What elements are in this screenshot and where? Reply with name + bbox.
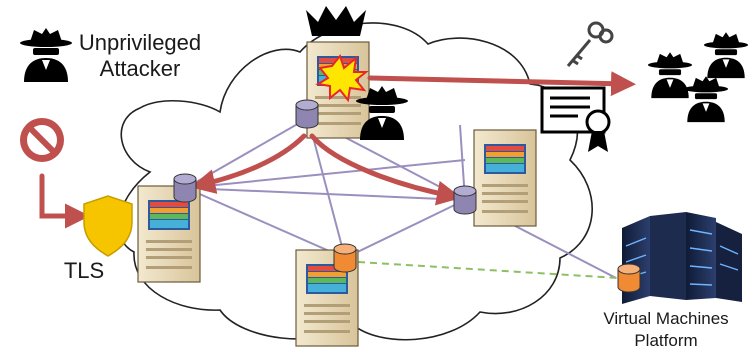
platform-label-line1: Virtual Machines [603, 309, 729, 328]
server-rack-icon [617, 212, 742, 304]
crown-icon [306, 6, 366, 36]
spy-icon [683, 76, 729, 123]
spy-icon [703, 32, 749, 79]
attacker-label-line1: Unprivileged [78, 30, 202, 55]
database-icon [453, 185, 477, 215]
platform-label-line2: Platform [634, 331, 698, 350]
attack-arrows [39, 71, 636, 229]
attacker-label: Unprivileged Attacker [70, 30, 210, 82]
no-entry-icon [20, 118, 64, 162]
spy-icon [20, 28, 72, 82]
database-icon [173, 173, 197, 203]
database-icon-infected [333, 243, 357, 273]
database-icon [295, 99, 319, 129]
shield-icon [83, 195, 133, 257]
explosion-icon [315, 53, 369, 103]
tls-label: TLS [63, 258, 105, 283]
dashed-link [357, 261, 619, 279]
cloud-outline [118, 22, 593, 341]
key-icon [566, 21, 614, 67]
platform-label: Virtual Machines Platform [578, 308, 754, 352]
spy-icon [647, 52, 693, 99]
server-right [473, 129, 537, 227]
certificate-icon [540, 86, 611, 152]
attacker-label-line2: Attacker [99, 56, 181, 81]
